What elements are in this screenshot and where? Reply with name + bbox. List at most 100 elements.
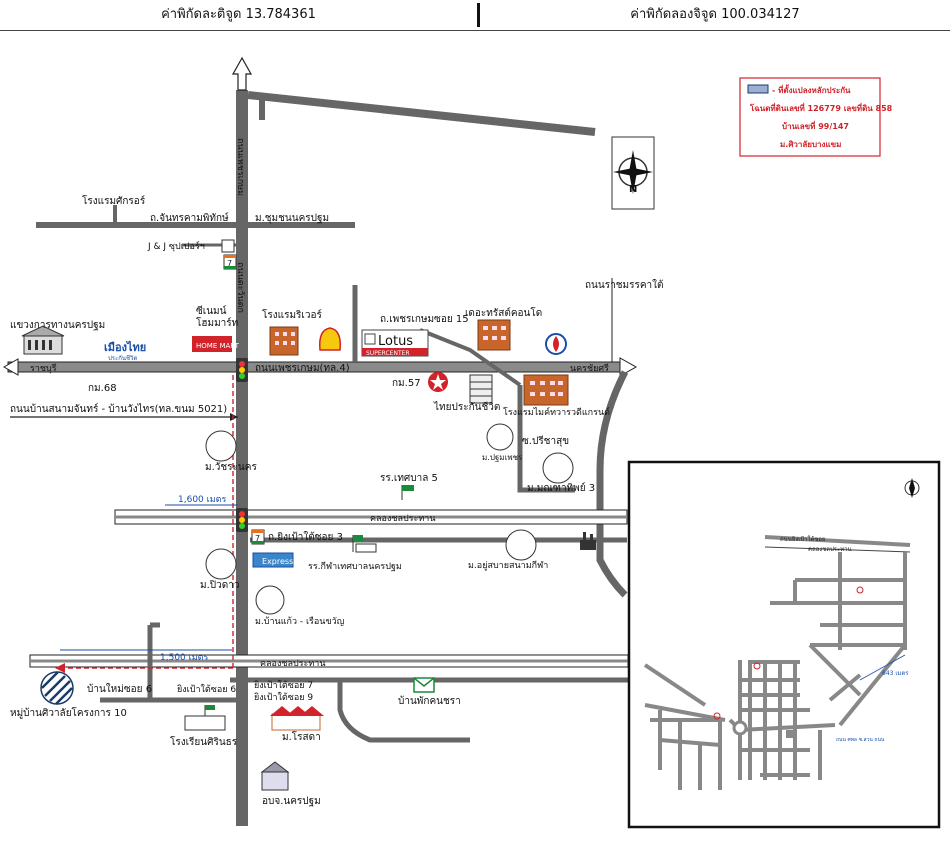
compass-north-label: N (629, 184, 637, 195)
ban-mai-label: บ้านใหม่ซอย 6 (87, 683, 152, 695)
express-label: Express (262, 557, 293, 566)
ying-soi3-label: ถ.ยิงเป้าใต้ซอย 3 (268, 531, 343, 543)
legend-line-3: บ้านเลขที่ 99/147 (782, 120, 849, 131)
school-flag-icon (352, 535, 377, 553)
village-marker (205, 430, 237, 462)
inset-road-label: ถนนยิงเป้าใต้ซอย (780, 535, 826, 543)
inset-map: ถนนยิงเป้าใต้ซอย คลองชลประทาน (627, 460, 941, 829)
distance-1500-label: 1,500 เมตร (160, 653, 208, 663)
ptt-station-icon (545, 333, 567, 355)
route-dashed (55, 375, 238, 673)
ban-sanam-road-label: ถนนบ้านสนามจันทร์ - บ้านวังไทร(ทล.ขนม 50… (10, 403, 227, 415)
road-west-label: ถนนตะวันตก (235, 262, 245, 313)
school-flag-icon (401, 485, 414, 500)
shell-station-icon (318, 327, 342, 351)
supercenter-label: SUPERCENTER (366, 350, 410, 357)
village-marker (205, 548, 237, 580)
village-marker (542, 452, 574, 484)
homemart-label: HOME MART (196, 342, 240, 350)
legend-line-4: ม.ศิวาลัยบางแขม (780, 140, 841, 149)
highway-office-label: แขวงการทางนครปฐม (10, 320, 105, 331)
road-east-curve (596, 370, 629, 598)
inset-canal-label: คลองชลประทาน (808, 546, 852, 553)
seven-label: 7 (255, 534, 260, 543)
muang-thai-sub-label: ประกันชีวิต (108, 354, 137, 362)
coordinate-header: ค่าพิกัดละติจูด 13.784361 ค่าพิกัดลองจิจ… (0, 0, 950, 31)
soi15-label: ถ.เพชรเกษมซอย 15 (380, 314, 469, 325)
factory-icon (580, 532, 596, 550)
inset-streets (643, 552, 907, 790)
road-soi9 (337, 680, 470, 743)
cinema-label-2: โฮมมาร์ท (196, 316, 238, 329)
building-icon (523, 374, 569, 406)
legend-line-2: โฉนดที่ดินเลขที่ 126779 เลขที่ดิน 858 (749, 102, 893, 113)
ying-soi7-label: ยิงเป้าใต้ซอย 7 (254, 680, 313, 691)
seven-label: 7 (227, 259, 232, 268)
phetkasem-road-label: ถนนเพชรเกษม(ทล.4) (255, 363, 350, 374)
elder-home-label: บ้านพักคนชรา (398, 695, 461, 707)
thai-prakan-label: ไทยประกันชีวิต (433, 401, 500, 413)
property-location-marker (40, 671, 74, 705)
building-icon (477, 319, 511, 351)
siwalai-village-label: หมู่บ้านศิวาลัยโครงการ 10 (10, 706, 127, 719)
hotel-river-label: โรงแรมริเวอร์ (262, 308, 322, 321)
inset-point-marker (753, 662, 761, 670)
watchara-label: ม.วัชระนคร (205, 462, 257, 473)
traffic-light-2 (236, 508, 248, 532)
muang-thai-label: เมืองไทย (104, 340, 146, 354)
seven-eleven-icon: 7 (223, 254, 237, 270)
village-marker (486, 423, 514, 451)
obj-label: อบจ.นครปฐม (262, 796, 321, 807)
canal-2-label: คลองชลประทาน (260, 659, 325, 669)
government-office-icon (21, 325, 65, 355)
compass-icon: N (611, 136, 655, 210)
yu-sabai-label: ม.อยู่สบายสนามกีฬา (468, 560, 548, 571)
school-label: โรงเรียนศิรินธร (170, 735, 238, 748)
mail-icon (413, 677, 435, 693)
lotus-logo: Lotus SUPERCENTER (361, 329, 429, 357)
inset-road-top (764, 535, 911, 547)
ying-soi9-label: ยิงเป้าใต้ซอย 9 (254, 692, 313, 703)
chan-road-label: ถ.จันทรคามพิทักษ์ (150, 212, 229, 224)
lotus-label: Lotus (378, 334, 413, 349)
pricha-label: ซ.ปรีชาสุข (522, 435, 569, 447)
inset-bottom-label: ถนน ศพล ซ.สวน ถนน (836, 737, 885, 743)
cinema-label: ซีเนมน์ (196, 305, 227, 317)
latitude-label: ค่าพิกัดละติจูด 13.784361 (161, 7, 316, 22)
hotel-sak-label: โรงแรมศักรอร์ (82, 194, 146, 207)
ratchaburi-label: ราชบุรี (30, 363, 57, 374)
hotel-siam-label: โรงแรมไมค์ทวารวดีแกรนด์ (503, 406, 610, 418)
longitude-label: ค่าพิกัดลองจิจูด 100.034127 (630, 7, 800, 22)
inset-distance-line (859, 654, 906, 681)
homemart-logo: HOME MART (192, 336, 240, 352)
road-main-vertical (231, 56, 253, 826)
village-marker (505, 529, 537, 561)
mani-label: ม.มณฑาทิพย์ 3 (527, 482, 595, 494)
inset-compass-icon (904, 478, 920, 498)
road-north-label: ถนนเพชรเกษม (235, 138, 245, 196)
condo-label: เดอะทรัสต์คอนโด (465, 306, 542, 319)
canal-2 (29, 654, 629, 668)
chaiyaphruek-road-label: ถนนราชมรรคาใต้ (585, 279, 664, 291)
ban-kaew-label: ม.บ้านแก้ว - เรือนขวัญ (255, 616, 345, 627)
inset-point-marker (856, 586, 864, 594)
km68-label: กม.68 (88, 383, 117, 394)
distance-1600-label: 1,600 เมตร (178, 495, 226, 505)
thetsaban-label: รร.เทศบาล 5 (380, 473, 438, 484)
express-store-icon: Express (252, 552, 294, 568)
kila-school-label: รร.กีฬาเทศบาลนครปฐม (308, 561, 402, 572)
patrin-label: ม.ปฐมเพชร (482, 453, 523, 462)
rosada-label: ม.โรสดา (282, 730, 321, 743)
muang-thai-logo: เมืองไทย ประกันชีวิต (104, 340, 146, 362)
road-phetkasem (2, 357, 638, 377)
legend-box: - ที่ตั้งแปลงหลักประกัน โฉนดที่ดินเลขที่… (739, 77, 893, 157)
village-marker (255, 585, 285, 615)
ying-soi6-label: ยิงเป้าใต้ซอย 6 (177, 684, 236, 695)
jj-label: J & J ซุปเปอร์ฯ (147, 240, 205, 252)
inset-roundabout (732, 720, 748, 736)
road-top-diagonal (247, 91, 596, 136)
nakhonchaisri-label: นครชัยศรี (570, 363, 609, 374)
school-flag-icon (184, 705, 226, 731)
chumchon-label: ม.ชุมชนนครปฐม (255, 213, 329, 224)
canal-1-label: คลองชลประทาน (370, 514, 435, 524)
